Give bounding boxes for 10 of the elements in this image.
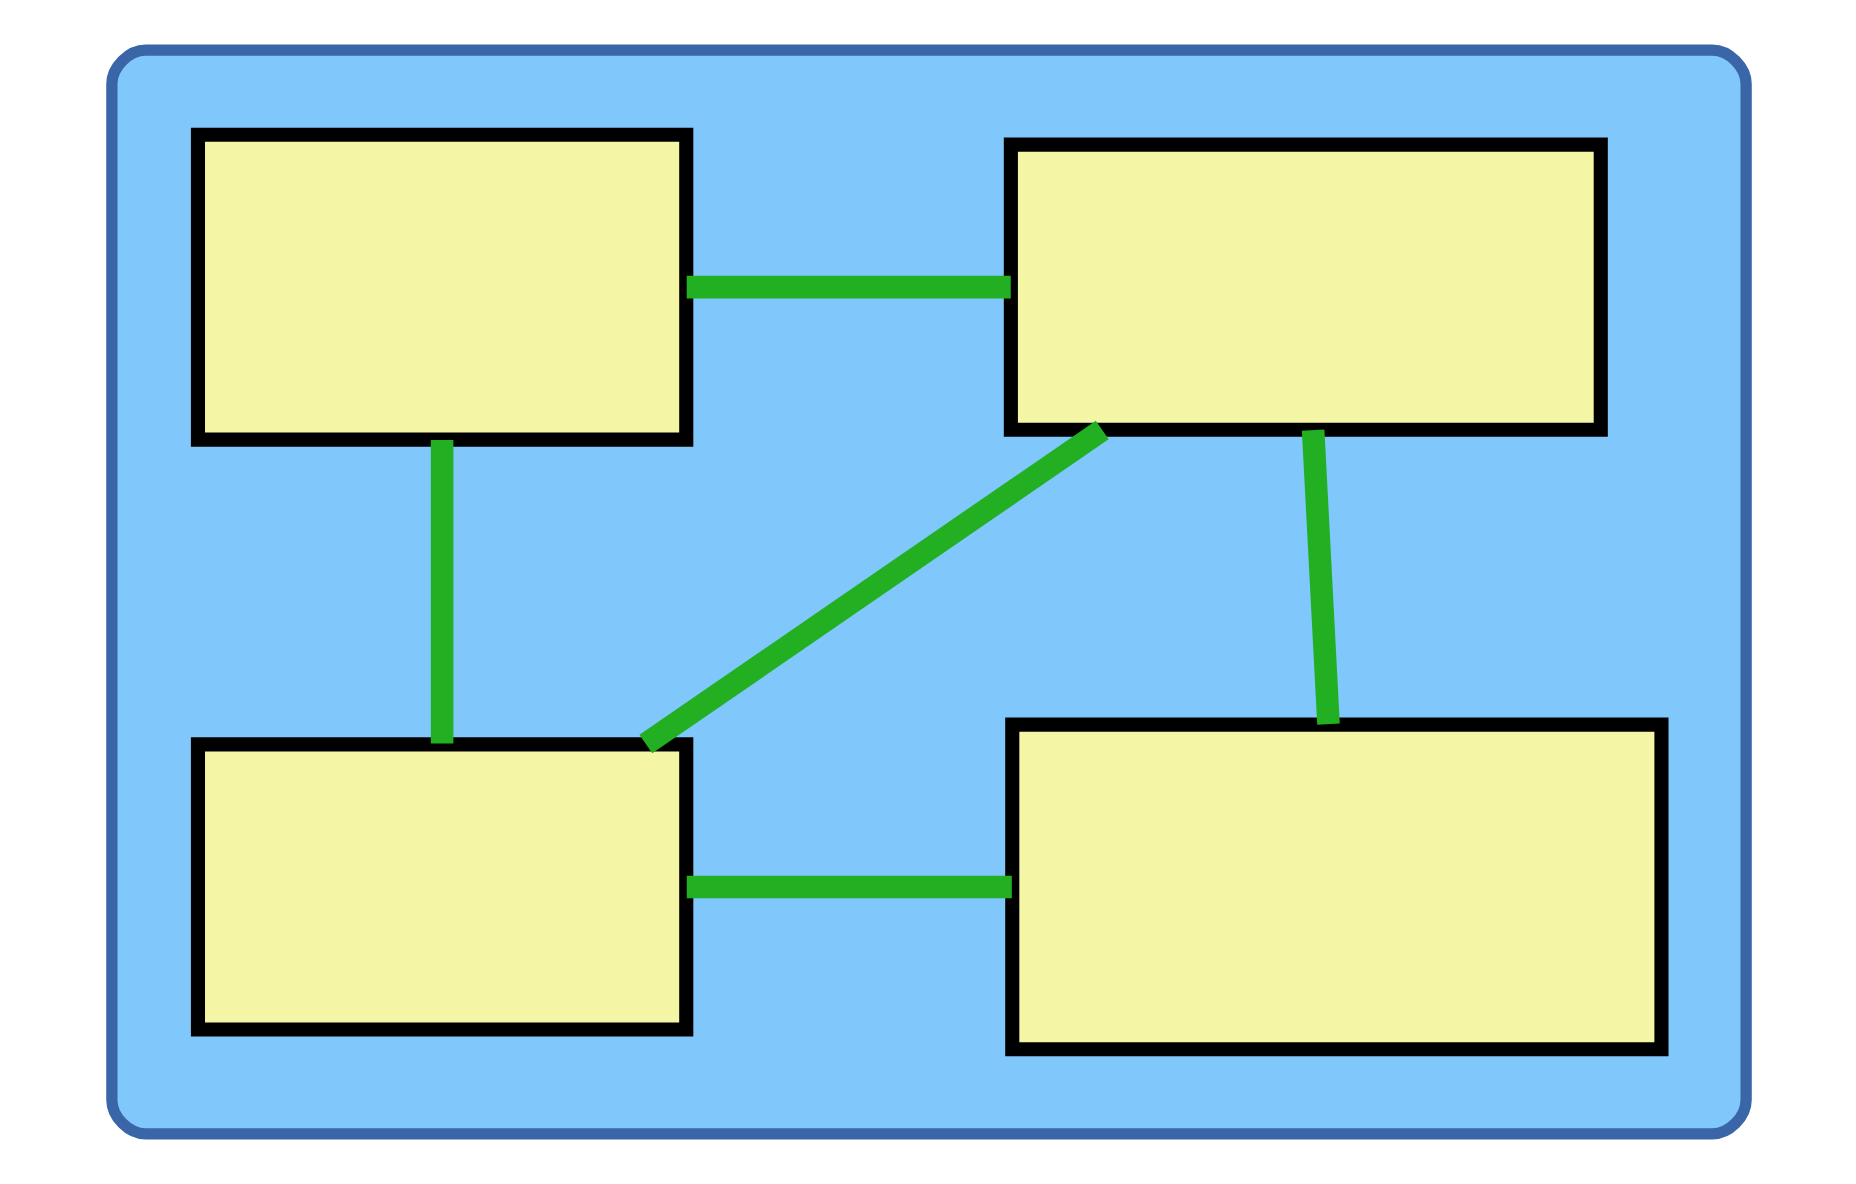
connector <box>429 439 453 744</box>
connector <box>638 420 1108 754</box>
node-box <box>189 737 693 1037</box>
connector <box>685 875 1011 899</box>
cluster <box>105 44 1751 1140</box>
node-box <box>189 127 693 447</box>
connector <box>1300 429 1339 725</box>
node-box <box>1002 137 1607 437</box>
connector <box>685 275 1010 299</box>
node-box <box>1004 717 1668 1057</box>
